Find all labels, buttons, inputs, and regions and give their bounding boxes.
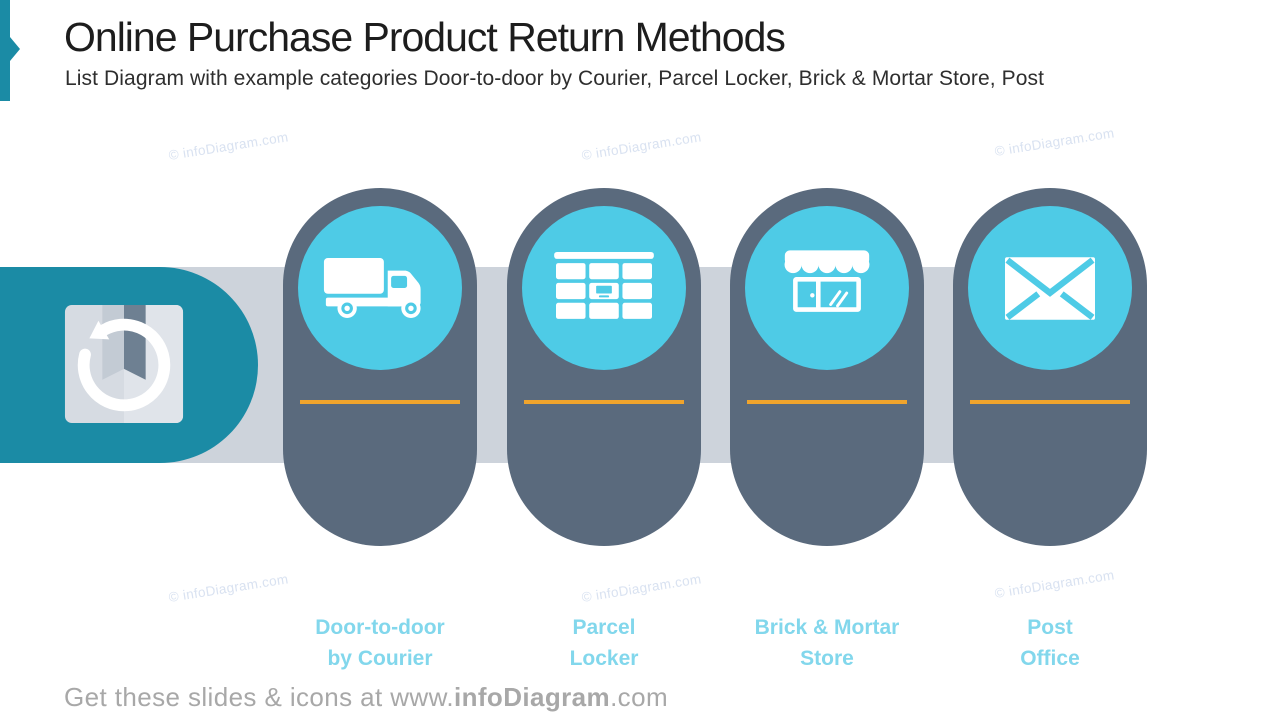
icon-circle [298,206,462,370]
footer-tld: .com [610,682,669,712]
parcel-locker-icon [554,252,654,319]
storefront-icon [784,250,870,312]
divider-line [524,400,684,404]
page-subtitle: List Diagram with example categories Doo… [65,67,1045,90]
label-line-1: Brick & Mortar [754,616,900,639]
label-line-1: Parcel [572,616,636,639]
return-method-card-post-office: Post Office [953,188,1147,670]
label-line-2: Office [1020,647,1080,670]
footer-text: Get these slides & icons at [64,682,391,712]
label-line-2: Store [800,647,854,670]
label-line-2: Locker [569,647,639,670]
return-method-card-parcel-locker: Parcel Locker [507,188,701,670]
icon-circle [745,206,909,370]
watermark: © infoDiagram.com [580,571,703,605]
product-return-package-icon [64,304,184,424]
delivery-truck-icon [323,258,421,318]
return-method-label: Post Office [953,612,1147,674]
label-line-1: Door-to-door [315,616,445,639]
return-method-label: Parcel Locker [507,612,701,674]
icon-circle [968,206,1132,370]
return-method-card-store: Brick & Mortar Store [730,188,924,670]
return-method-label: Door-to-door by Courier [283,612,477,674]
label-line-1: Post [1027,616,1073,639]
icon-circle [522,206,686,370]
envelope-icon [1005,256,1095,320]
label-line-2: by Courier [327,647,433,670]
return-method-label: Brick & Mortar Store [730,612,924,674]
divider-line [970,400,1130,404]
accent-bar [0,0,10,101]
watermark: © infoDiagram.com [167,571,290,605]
footer-brand: infoDiagram [453,682,611,712]
watermark: © infoDiagram.com [167,129,290,163]
accent-arrow-icon [10,37,20,61]
footer-www: www. [390,682,454,712]
return-method-card-door-to-door: Door-to-door by Courier [283,188,477,670]
divider-line [300,400,460,404]
watermark: © infoDiagram.com [993,125,1116,159]
footer-credit: Get these slides & icons at www.infoDiag… [64,682,668,713]
watermark: © infoDiagram.com [580,129,703,163]
page-title: Online Purchase Product Return Methods [64,14,786,60]
start-node-return-package [0,267,258,463]
divider-line [747,400,907,404]
watermark: © infoDiagram.com [993,567,1116,601]
